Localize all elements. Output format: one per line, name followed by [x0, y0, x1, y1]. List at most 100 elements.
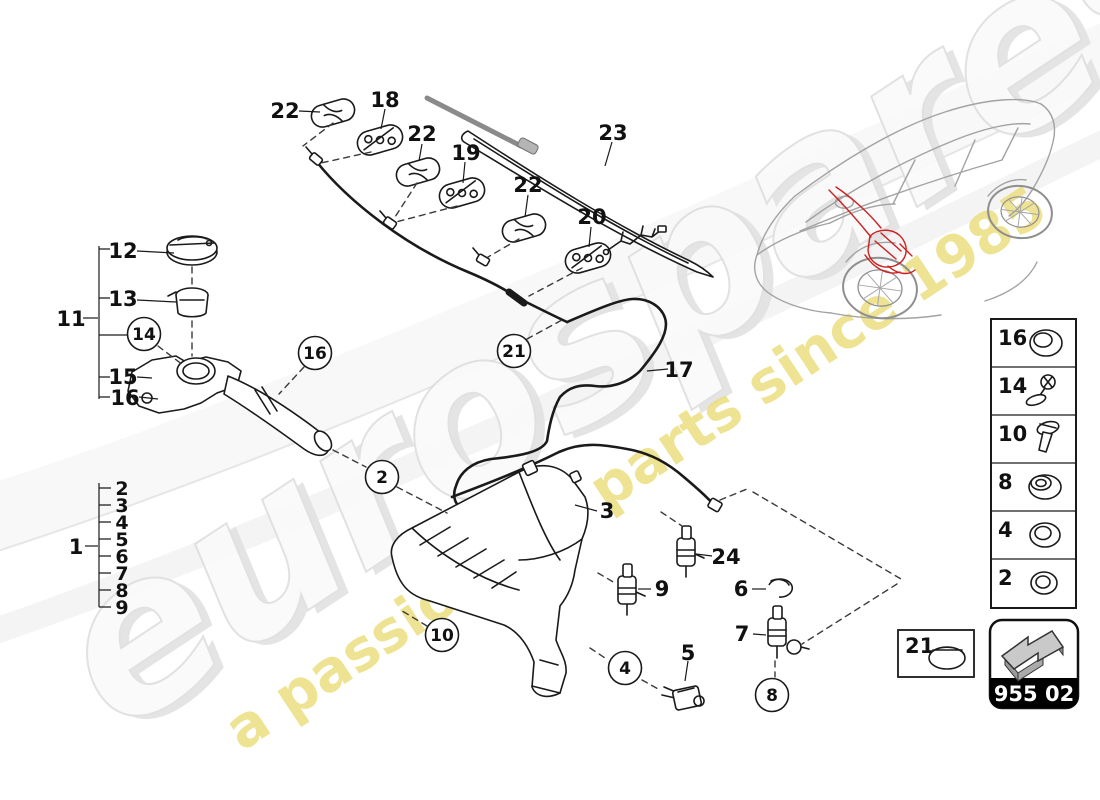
level-sensor-5: [661, 685, 705, 711]
reservoir-ribs: [419, 526, 517, 589]
circled-callout-16: 16: [297, 335, 333, 371]
hose-clips: [310, 98, 612, 274]
dashed-guides: [157, 122, 902, 691]
grommet-ring-icon: [1029, 329, 1063, 357]
circled-callout-8: 8: [754, 677, 790, 713]
label-22b: 22: [407, 122, 436, 146]
column-item: 5: [115, 529, 128, 551]
group-brackets: [98, 246, 127, 608]
car-front-arch: [845, 241, 896, 263]
highlight-hose-1: [828, 189, 872, 238]
badge-code-text: 955 02: [994, 682, 1074, 706]
washer-reservoir-3: [390, 459, 589, 698]
sidebar-cell-8-number: 8: [998, 470, 1013, 494]
hose-harness: [602, 225, 667, 256]
column-item: 7: [115, 563, 128, 585]
car-hood-front: [756, 222, 831, 256]
circled-4-text: 4: [619, 659, 631, 679]
pump-7-elbow: [786, 639, 802, 655]
label-16: 16: [110, 386, 139, 410]
circled-callout-10: 10: [424, 617, 460, 653]
reservoir-foot: [531, 659, 561, 694]
filler-neck-end: [313, 430, 333, 452]
jet-hose-2: [514, 295, 569, 324]
circled-callout-14: 14: [126, 316, 162, 352]
circled-21-text: 21: [502, 342, 526, 362]
nozzle-fitting-3: [472, 247, 491, 267]
wiper-arm: [460, 130, 714, 278]
car-rear-wheel: [987, 184, 1053, 240]
highlight-hose-2: [835, 186, 882, 229]
sidebar-cell-10-number: 10: [998, 422, 1027, 446]
circled-14-text: 14: [132, 325, 156, 345]
car-glasshouse: [805, 122, 1031, 223]
clip-22b: [395, 157, 441, 187]
car-rear-arch: [987, 178, 1027, 197]
label-9: 9: [655, 577, 670, 601]
washer-hoses: [305, 146, 723, 513]
flange-bolt-icon: [1036, 420, 1060, 453]
column-item: 3: [115, 495, 128, 517]
label-1: 1: [69, 535, 84, 559]
label-24: 24: [711, 545, 740, 569]
highlight-details: [864, 232, 916, 275]
strainer-13: [167, 287, 209, 318]
sidebar-cell-16-number: 16: [998, 326, 1027, 350]
column-item: 8: [115, 580, 128, 602]
label-19: 19: [451, 141, 480, 165]
clip-19: [438, 177, 486, 209]
label-18: 18: [370, 88, 399, 112]
car-rear-pillar: [1008, 103, 1056, 217]
car-pillars: [892, 127, 1019, 205]
direction-arrow-icon: [1000, 630, 1065, 683]
spray-bar: [424, 95, 524, 149]
jet-hose: [314, 159, 518, 299]
spray-bar-fitting: [517, 137, 539, 155]
swoosh-edge2: [0, 130, 1100, 644]
column-item: 4: [115, 512, 128, 534]
clip-22c: [501, 213, 547, 243]
flanged-grommet-icon: [1028, 474, 1062, 500]
circled-callout-4: 4: [607, 650, 643, 686]
column-item: 2: [115, 478, 128, 500]
inset-box-21: 21: [897, 629, 975, 678]
bracket-column-numbers: 2 3 4 5 6 7 8 9: [115, 478, 128, 619]
car-rear-lower: [984, 261, 1038, 302]
supply-tube-loop: [452, 297, 668, 506]
callout-labels: 22 18 22 19 22 20 23 12 13 11 15 16 1 3 …: [56, 88, 749, 665]
highlight-reservoir: [867, 229, 907, 268]
column-item: 9: [115, 597, 128, 619]
swoosh-edge: [0, 82, 1100, 552]
label-17: 17: [664, 358, 693, 382]
car-highlighted-washer-parts: [828, 186, 916, 275]
badge-code-bar: [990, 678, 1078, 708]
pump-9: [617, 563, 646, 616]
wiper-arm-detail: [473, 138, 689, 264]
column-item: 6: [115, 546, 128, 568]
circled-8-text: 8: [766, 686, 778, 706]
label-22a: 22: [270, 99, 299, 123]
pump-24: [676, 525, 705, 578]
label-5: 5: [681, 641, 696, 665]
car-front-face: [754, 254, 832, 314]
pump-7: [767, 605, 810, 659]
leader-lines: [83, 108, 767, 682]
circled-10-text: 10: [430, 626, 454, 646]
nozzle-fitting-1: [305, 146, 324, 166]
sidebar-cell-14-number: 14: [998, 374, 1027, 398]
nozzle-fitting-2: [379, 210, 398, 230]
label-6: 6: [734, 577, 749, 601]
car-illustration: [754, 98, 1056, 320]
circled-2-text: 2: [376, 468, 388, 488]
label-3: 3: [600, 499, 615, 523]
seal-ring-6: [768, 578, 794, 598]
bracket-11: [98, 246, 127, 399]
label-23: 23: [598, 121, 627, 145]
car-mirror: [834, 195, 855, 209]
clip-22a: [310, 98, 356, 128]
label-7: 7: [735, 622, 750, 646]
sidebar-cell-2-number: 2: [998, 566, 1013, 590]
seal-ring-icon: [1029, 522, 1061, 548]
label-11: 11: [56, 307, 85, 331]
